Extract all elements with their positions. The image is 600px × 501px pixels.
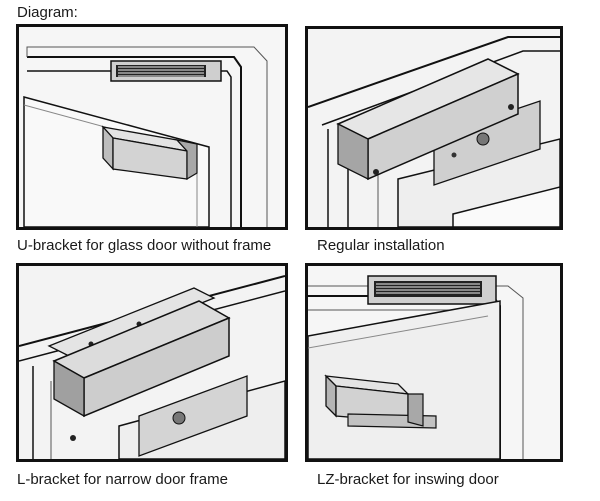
caption-u-bracket: U-bracket for glass door without frame — [17, 237, 272, 254]
caption-regular-installation: Regular installation — [317, 237, 445, 254]
diagram-title: Diagram: — [17, 4, 78, 21]
caption-lz-bracket: LZ-bracket for inswing door — [317, 471, 499, 488]
regular-installation-illustration — [305, 26, 563, 230]
u-bracket-illustration — [16, 24, 288, 230]
caption-l-bracket: L-bracket for narrow door frame — [17, 471, 228, 488]
lz-bracket-illustration — [305, 263, 563, 462]
l-bracket-illustration — [16, 263, 288, 462]
